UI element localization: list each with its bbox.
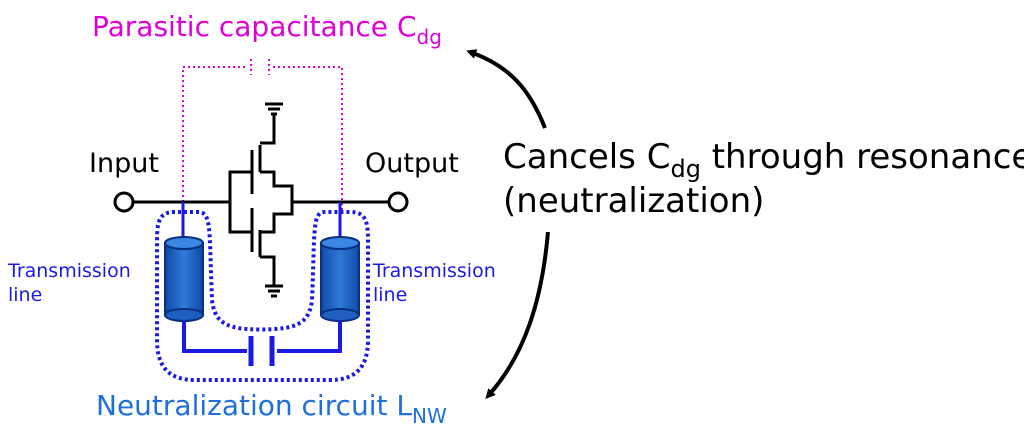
neutralization-circuit-label: Neutralization circuit LNW — [96, 389, 447, 428]
input-terminal — [113, 191, 135, 213]
parasitic-capacitance-path — [182, 59, 343, 212]
arrow-to-neutralization — [485, 231, 550, 399]
neutralization-outline — [155, 210, 370, 382]
parasitic-capacitance-title: Parasitic capacitance Cdg — [92, 10, 442, 49]
output-label: Output — [365, 148, 459, 179]
transmission-line-right — [320, 236, 360, 322]
tline-left-label: Transmission line — [7, 260, 137, 306]
transistor-pair — [228, 102, 294, 298]
tline-right-label: Transmission line — [372, 260, 502, 306]
arrow-to-parasitic — [466, 49, 547, 129]
transmission-line-left — [164, 236, 204, 322]
output-terminal — [387, 191, 409, 213]
neutralization-annotation: (neutralization) — [503, 181, 764, 221]
input-label: Input — [89, 148, 159, 179]
neutralization-capacitor — [182, 321, 342, 366]
tline-feed-wires — [181, 202, 342, 238]
cancels-annotation: Cancels Cdg through resonance — [503, 137, 1024, 183]
